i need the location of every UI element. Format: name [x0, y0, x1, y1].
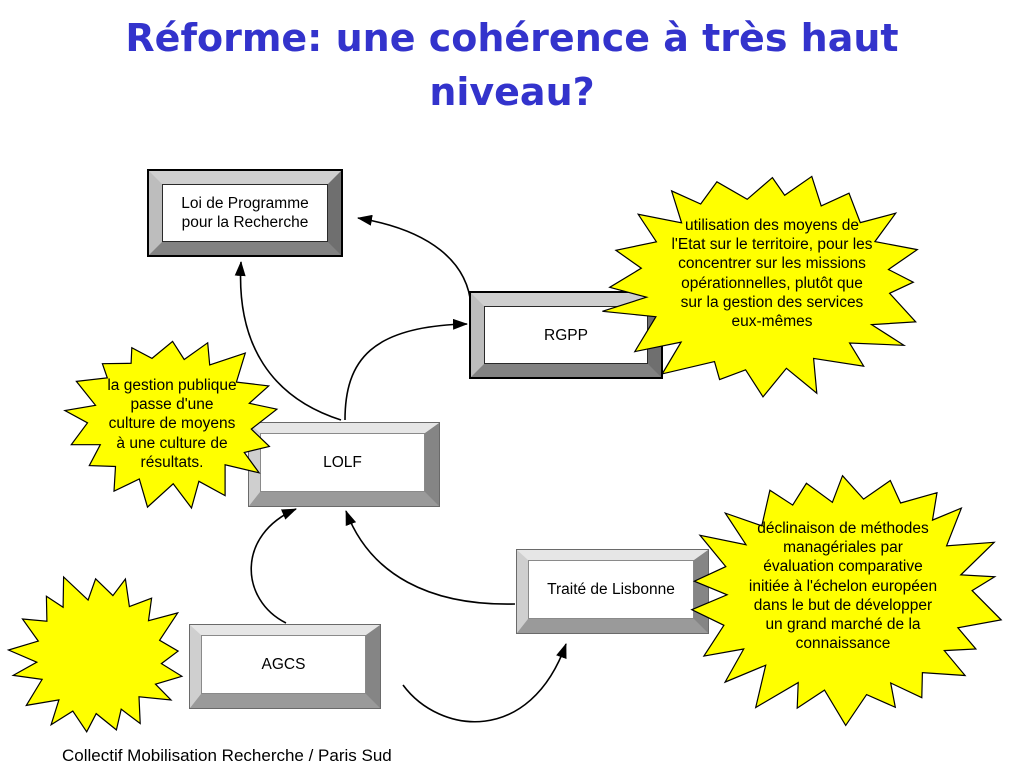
- callout-line: utilisation des moyens de: [684, 217, 860, 234]
- box-face: Loi de Programme pour la Recherche: [162, 184, 328, 242]
- box-face: RGPP: [484, 306, 648, 364]
- callout-lolf-text: la gestion publique passe d'une culture …: [87, 376, 257, 472]
- box-label: Loi de Programme pour la Recherche: [181, 195, 309, 231]
- callout-line: initiée à l'échelon européen: [748, 577, 938, 595]
- callout-line: eux-mêmes: [731, 313, 813, 331]
- callout-line: concentrer sur les missions: [678, 255, 866, 273]
- callout-line: sur la gestion des services: [680, 293, 864, 311]
- arrow-rgpp-to-loi: [357, 214, 472, 307]
- box-lolf: LOLF: [249, 423, 439, 506]
- callout-rgpp-text: utilisation des moyens de l'Etat sur le …: [657, 216, 887, 331]
- arrow-lolf-to-loi: [234, 261, 342, 421]
- box-face: LOLF: [260, 433, 425, 492]
- callout-lisbonne-text: déclinaison de méthodes managériales par…: [728, 519, 958, 653]
- callout-line: connaissance: [795, 635, 891, 653]
- callout-line: un grand marché de la: [765, 616, 921, 634]
- arrow-agcs-to-traite: [402, 643, 567, 723]
- starburst-lisbonne-note: [690, 474, 1003, 727]
- callout-line: la gestion publique: [107, 377, 237, 394]
- box-label: LOLF: [323, 454, 362, 471]
- box-label: AGCS: [261, 656, 306, 673]
- box-face: AGCS: [201, 635, 366, 694]
- box-label: RGPP: [544, 326, 588, 344]
- arrow-lolf-to-rgpp: [344, 318, 468, 421]
- callout-line: managériales par: [783, 539, 903, 557]
- starburst-lolf-note: [63, 340, 279, 510]
- arrow-agcs-to-lolf: [250, 508, 297, 624]
- box-agcs: AGCS: [190, 625, 380, 708]
- callout-line: passe d'une: [130, 396, 214, 414]
- callout-line: l'Etat sur le territoire, pour les: [671, 236, 873, 254]
- box-rgpp: RGPP: [471, 293, 661, 377]
- box-label: Traité de Lisbonne: [547, 581, 675, 598]
- box-traite-lisbonne: Traité de Lisbonne: [517, 550, 708, 633]
- callout-line: déclinaison de méthodes: [757, 520, 929, 537]
- callout-line: dans le but de développer: [753, 596, 933, 614]
- starburst-blank: [6, 575, 184, 733]
- arrow-traite-to-lolf: [345, 510, 516, 605]
- callout-line: résultats.: [140, 453, 204, 471]
- callout-line: culture de moyens: [108, 415, 236, 433]
- box-face: Traité de Lisbonne: [528, 560, 694, 619]
- footer-text: Collectif Mobilisation Recherche / Paris…: [62, 746, 392, 765]
- box-loi-programme-recherche: Loi de Programme pour la Recherche: [149, 171, 341, 255]
- callout-line: opérationnelles, plutôt que: [681, 274, 863, 292]
- slide-title: Réforme: une cohérence à très haut nivea…: [125, 16, 899, 114]
- callout-line: évaluation comparative: [763, 558, 923, 576]
- starburst-rgpp-note: [602, 175, 919, 398]
- callout-line: à une culture de: [116, 434, 228, 452]
